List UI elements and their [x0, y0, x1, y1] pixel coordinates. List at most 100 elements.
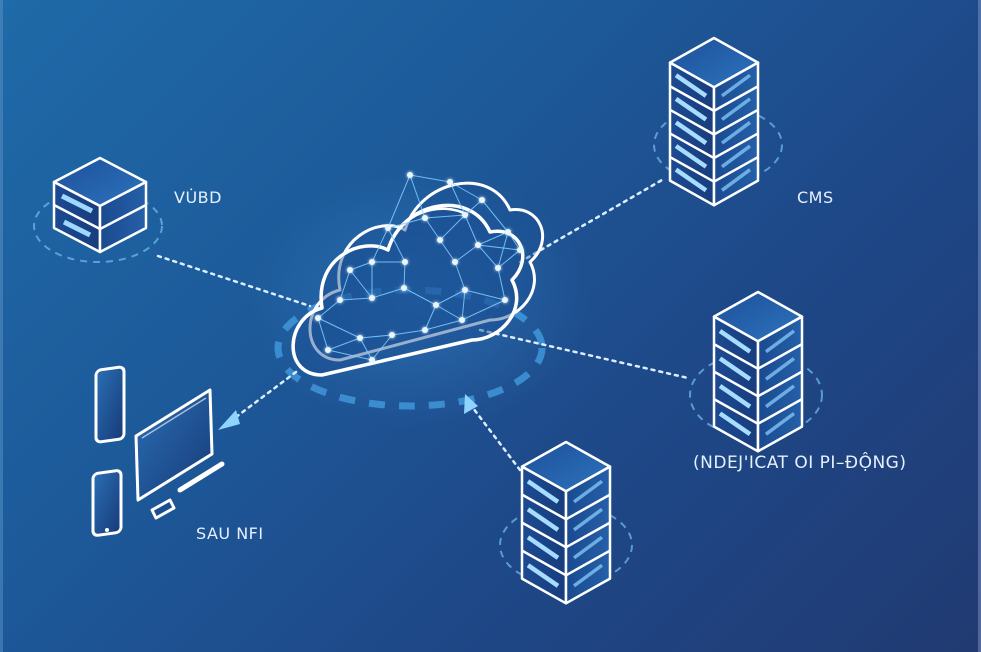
mesh-link: [435, 289, 466, 306]
tablet-top-icon: [94, 365, 126, 444]
mesh-node: [475, 242, 481, 248]
mesh-link: [317, 317, 361, 339]
drive-bay-left: [526, 479, 560, 504]
mesh-link: [339, 269, 351, 301]
keyboard-icon: [177, 461, 225, 493]
mesh-node: [462, 212, 468, 218]
mesh-node: [495, 265, 501, 271]
server-rack-mobile-icon: [712, 290, 804, 453]
mesh-link: [371, 334, 393, 361]
mesh-link: [387, 227, 406, 263]
mesh-node: [402, 259, 408, 265]
drive-bay-right: [572, 563, 604, 588]
mesh-node: [369, 259, 375, 265]
connections: [156, 178, 690, 472]
drive-bay-left: [526, 507, 560, 532]
mesh-node: [452, 259, 458, 265]
mesh-link: [439, 239, 456, 263]
mesh-link: [424, 214, 466, 219]
mesh-link: [424, 319, 463, 331]
drive-bay-left: [718, 411, 752, 437]
mesh-link: [439, 214, 466, 241]
server-rack-cms-icon: [668, 36, 760, 207]
cloud-network-icon: [291, 172, 545, 377]
mesh-node: [462, 287, 468, 293]
rack-servers: [520, 36, 804, 605]
mesh-link: [403, 287, 437, 306]
mesh-node: [369, 357, 375, 363]
drive-bay-right: [764, 412, 796, 436]
left-edge-strip: [0, 0, 3, 652]
mesh-node: [517, 247, 523, 253]
mesh-link: [339, 297, 373, 301]
arrow-to-devices-icon: [218, 410, 240, 430]
mesh-link: [449, 181, 466, 216]
mesh-link: [387, 174, 411, 229]
mesh-node: [325, 347, 331, 353]
drive-bay-left: [526, 535, 560, 560]
mesh-link: [349, 269, 373, 299]
drive-bay-left: [718, 329, 752, 354]
mesh-link: [461, 299, 506, 321]
mesh-link: [359, 337, 373, 361]
mesh-node: [447, 179, 453, 185]
mesh-node: [505, 229, 511, 235]
drive-bay-left: [718, 384, 752, 409]
mesh-node: [459, 317, 465, 323]
monitor-icon: [134, 388, 214, 502]
mesh-link: [464, 289, 506, 301]
cloud-mesh: [317, 174, 521, 361]
mesh-node: [357, 335, 363, 341]
mesh-link: [464, 214, 479, 246]
drive-bay-right: [720, 97, 752, 121]
mesh-node: [407, 172, 413, 178]
edge-vubd-cloud: [156, 254, 312, 308]
drive-bay-left: [674, 120, 708, 145]
drive-bay-right: [720, 168, 752, 192]
mesh-node: [433, 302, 439, 308]
mouse-icon: [150, 498, 176, 520]
mesh-link: [477, 244, 499, 269]
mesh-link: [481, 199, 509, 233]
mesh-node: [479, 197, 485, 203]
label-cms: CMS: [797, 188, 834, 207]
drive-bay-left: [674, 167, 708, 193]
drive-bay-right: [572, 535, 604, 560]
mesh-link: [349, 261, 373, 271]
drive-bay-left: [526, 563, 560, 588]
mesh-link: [435, 304, 463, 321]
cloud-glow: [250, 170, 590, 430]
label-mobile: (NDEJ'ICAT OI PI–ĐỘNG): [693, 453, 907, 473]
edge-cloud-cms: [518, 178, 664, 264]
mesh-link: [327, 349, 373, 361]
phone-bottom-icon: [91, 469, 123, 537]
label-devices: SAU NFI: [196, 524, 264, 543]
edge-cloud-mobile: [478, 328, 690, 380]
arrowheads: [218, 394, 478, 430]
drive-bay-right: [720, 144, 752, 169]
mesh-link: [409, 174, 451, 183]
mesh-link: [327, 337, 361, 351]
server-small-icon: [52, 156, 148, 254]
mesh-node: [385, 225, 391, 231]
mesh-node: [337, 297, 343, 303]
mesh-link: [461, 289, 466, 321]
drive-bay-right: [720, 73, 752, 98]
mesh-link: [454, 244, 479, 263]
mesh-link: [477, 244, 521, 251]
mesh-link: [391, 329, 426, 336]
ring-mobile: [689, 352, 823, 438]
mesh-link: [497, 249, 521, 269]
mesh-node: [389, 332, 395, 338]
mesh-node: [315, 315, 321, 321]
mesh-link: [424, 304, 437, 331]
mesh-link: [424, 217, 441, 241]
edge-bottom-cloud: [468, 402, 522, 472]
mesh-link: [464, 199, 483, 216]
drive-bay-right: [720, 121, 752, 145]
mesh-link: [359, 334, 393, 339]
mesh-link: [387, 217, 426, 229]
drive-bay-left: [674, 144, 708, 169]
devices-icon: [91, 365, 225, 537]
